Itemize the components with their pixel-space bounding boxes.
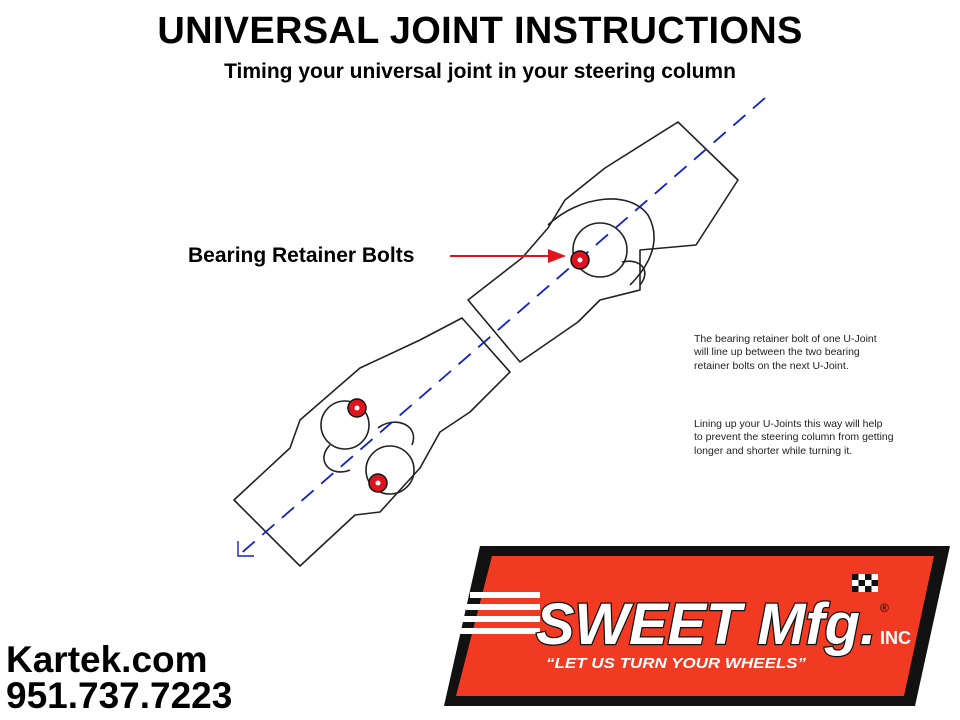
logo-suffix: INC xyxy=(880,628,911,648)
speed-lines xyxy=(458,592,540,634)
callout-arrow-head xyxy=(548,249,566,263)
upper-yoke xyxy=(467,121,739,363)
website-link[interactable]: Kartek.com xyxy=(6,639,208,680)
logo-background xyxy=(456,556,934,696)
bolt-upper xyxy=(570,250,590,270)
lower-bearing-cap-top xyxy=(320,400,370,450)
upper-bearing-cap xyxy=(572,222,628,278)
bolt-lower-bottom xyxy=(368,473,388,493)
bolt-lower-top xyxy=(347,398,367,418)
logo-registered: ® xyxy=(880,601,889,615)
lower-bearing-cap-bottom xyxy=(365,445,415,495)
sweet-mfg-logo: SWEET Mfg. ® INC “LET US TURN YOUR WHEEL… xyxy=(444,546,950,706)
upper-cross xyxy=(621,260,646,286)
page-title: UNIVERSAL JOINT INSTRUCTIONS xyxy=(157,10,803,52)
lower-cross xyxy=(323,421,415,473)
note-benefit: Lining up your U-Joints this way will he… xyxy=(694,418,894,457)
checkered-flag-icon xyxy=(852,574,878,592)
page-subtitle: Timing your universal joint in your stee… xyxy=(224,60,736,83)
centerline xyxy=(237,97,766,557)
lower-yoke xyxy=(233,317,511,567)
centerline-arrow-head xyxy=(237,541,254,557)
phone-number[interactable]: 951.737.7223 xyxy=(6,675,233,716)
upper-yoke-ear xyxy=(547,198,655,286)
callout-label: Bearing Retainer Bolts xyxy=(188,244,415,267)
logo-brand: SWEET Mfg. xyxy=(536,592,876,657)
logo-slogan: “LET US TURN YOUR WHEELS” xyxy=(546,655,807,672)
note-alignment: The bearing retainer bolt of one U-Joint… xyxy=(694,333,877,372)
